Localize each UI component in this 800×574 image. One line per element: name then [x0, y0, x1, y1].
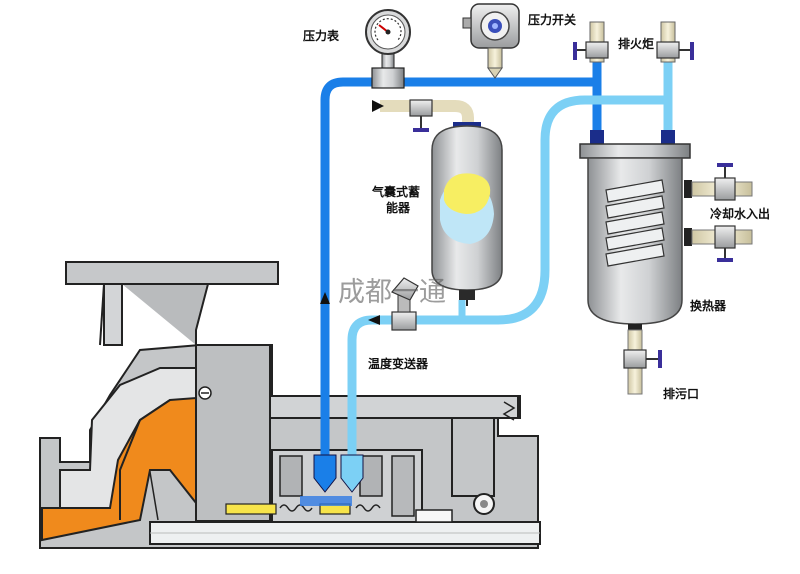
- accumulator-label-line1: 气囊式蓄: [372, 185, 421, 199]
- accumulator-label-line2: 能器: [386, 201, 411, 215]
- pressure-switch-label: 压力开关: [528, 13, 577, 27]
- drain-label: 排污口: [663, 387, 700, 401]
- temperature-transmitter: [391, 277, 419, 331]
- heat-exchanger-label: 换热器: [690, 299, 727, 313]
- vent-valve-left: [573, 21, 609, 63]
- heat-exchanger: [579, 130, 692, 330]
- drain-valve: [623, 329, 662, 395]
- vent-valve-right: [656, 21, 694, 63]
- bladder-accumulator: [372, 99, 503, 306]
- pressure-gauge: [365, 9, 411, 89]
- coolant-inlet-label: 冷却水入出: [710, 207, 771, 221]
- pressure-switch: [462, 3, 520, 79]
- pressure-gauge-label: 压力表: [303, 29, 340, 43]
- coolant-inlet-valve: [691, 163, 753, 201]
- watermark: 成都一通: [338, 277, 446, 308]
- dark-blue-flush-line: [320, 77, 602, 455]
- coolant-outlet-valve: [691, 225, 753, 262]
- light-blue-return-line: [347, 95, 673, 456]
- temp-transmitter-label: 温度变送器: [368, 357, 429, 371]
- vent-torch-label: 排火炬: [618, 37, 655, 51]
